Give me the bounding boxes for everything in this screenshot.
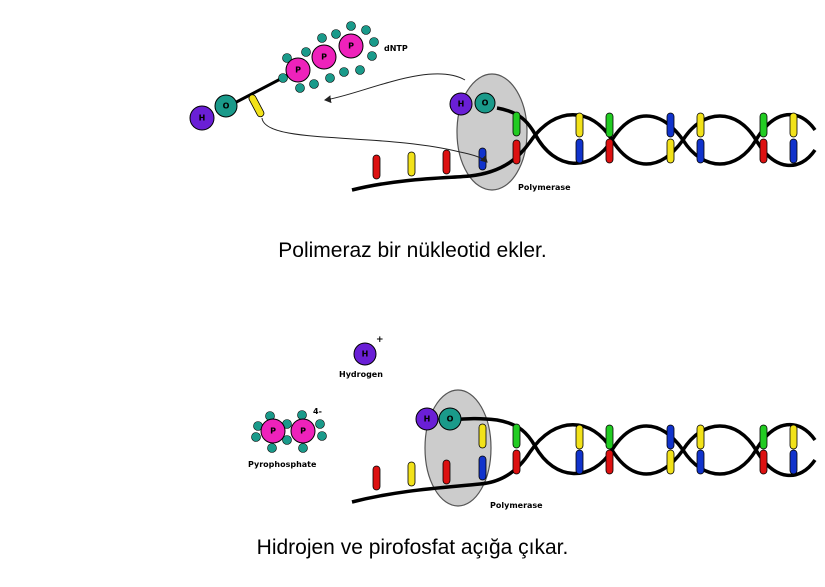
svg-text:P: P bbox=[270, 427, 276, 436]
polymerase-label: Polymerase bbox=[518, 183, 571, 192]
template-bases bbox=[372, 149, 451, 180]
base-yellow bbox=[407, 151, 416, 177]
base-red bbox=[372, 154, 381, 180]
dntp-label: dNTP bbox=[384, 44, 408, 53]
dna-strands bbox=[351, 106, 817, 192]
phosphate-atom bbox=[260, 418, 286, 444]
base-pairs bbox=[478, 111, 798, 171]
curved-arrow-to-strand bbox=[261, 117, 488, 163]
hydrogen-charge: + bbox=[376, 335, 384, 345]
pyrophosphate-charge: 4- bbox=[313, 407, 322, 416]
curved-arrow-to-dntp bbox=[324, 73, 466, 104]
oxygen-atom bbox=[214, 94, 238, 118]
base-yellow bbox=[248, 94, 265, 118]
oxygen-atom bbox=[474, 92, 496, 114]
svg-text:H: H bbox=[362, 350, 369, 359]
hydrogen-ion: H + Hydrogen bbox=[339, 335, 384, 379]
svg-text:H: H bbox=[424, 415, 431, 424]
bottom-panel: H + Hydrogen P P 4- Pyrophosphate Polyme… bbox=[248, 335, 817, 510]
hydrogen-atom bbox=[449, 92, 473, 116]
phosphate-atom bbox=[285, 57, 311, 83]
svg-text:P: P bbox=[321, 53, 327, 62]
svg-text:H: H bbox=[199, 114, 206, 123]
dna-strands bbox=[351, 416, 817, 504]
polymerase-label: Polymerase bbox=[490, 501, 543, 510]
svg-text:P: P bbox=[300, 427, 306, 436]
phosphate-atom bbox=[290, 418, 316, 444]
phosphate-atom bbox=[311, 44, 337, 70]
svg-text:P: P bbox=[348, 42, 354, 51]
hydrogen-atom bbox=[415, 407, 439, 431]
svg-text:P: P bbox=[295, 66, 301, 75]
base-red bbox=[442, 149, 451, 175]
small-oxygens bbox=[278, 21, 379, 93]
pyrophosphate-label: Pyrophosphate bbox=[248, 460, 317, 469]
base-pairs bbox=[478, 423, 798, 481]
top-panel: Polymerase bbox=[189, 21, 817, 192]
bottom-caption: Hidrojen ve pirofosfat açığa çıkar. bbox=[256, 536, 569, 559]
strand-3prime-end: H O bbox=[449, 92, 496, 116]
template-bases bbox=[372, 459, 451, 491]
oxygen-atom bbox=[438, 407, 462, 431]
hydrogen-atom bbox=[353, 342, 377, 366]
svg-text:O: O bbox=[447, 415, 454, 424]
svg-text:O: O bbox=[482, 99, 489, 108]
dntp-molecule: H O P P P dNTP bbox=[189, 21, 408, 131]
strand-3prime-end: H O bbox=[415, 407, 462, 431]
hydrogen-label: Hydrogen bbox=[339, 370, 383, 379]
phosphate-atom bbox=[338, 33, 364, 59]
hydrogen-atom bbox=[189, 105, 215, 131]
svg-text:O: O bbox=[223, 102, 230, 111]
top-caption: Polimeraz bir nükleotid ekler. bbox=[278, 239, 547, 262]
pyrophosphate: P P 4- Pyrophosphate bbox=[248, 407, 327, 469]
svg-text:H: H bbox=[458, 100, 465, 109]
